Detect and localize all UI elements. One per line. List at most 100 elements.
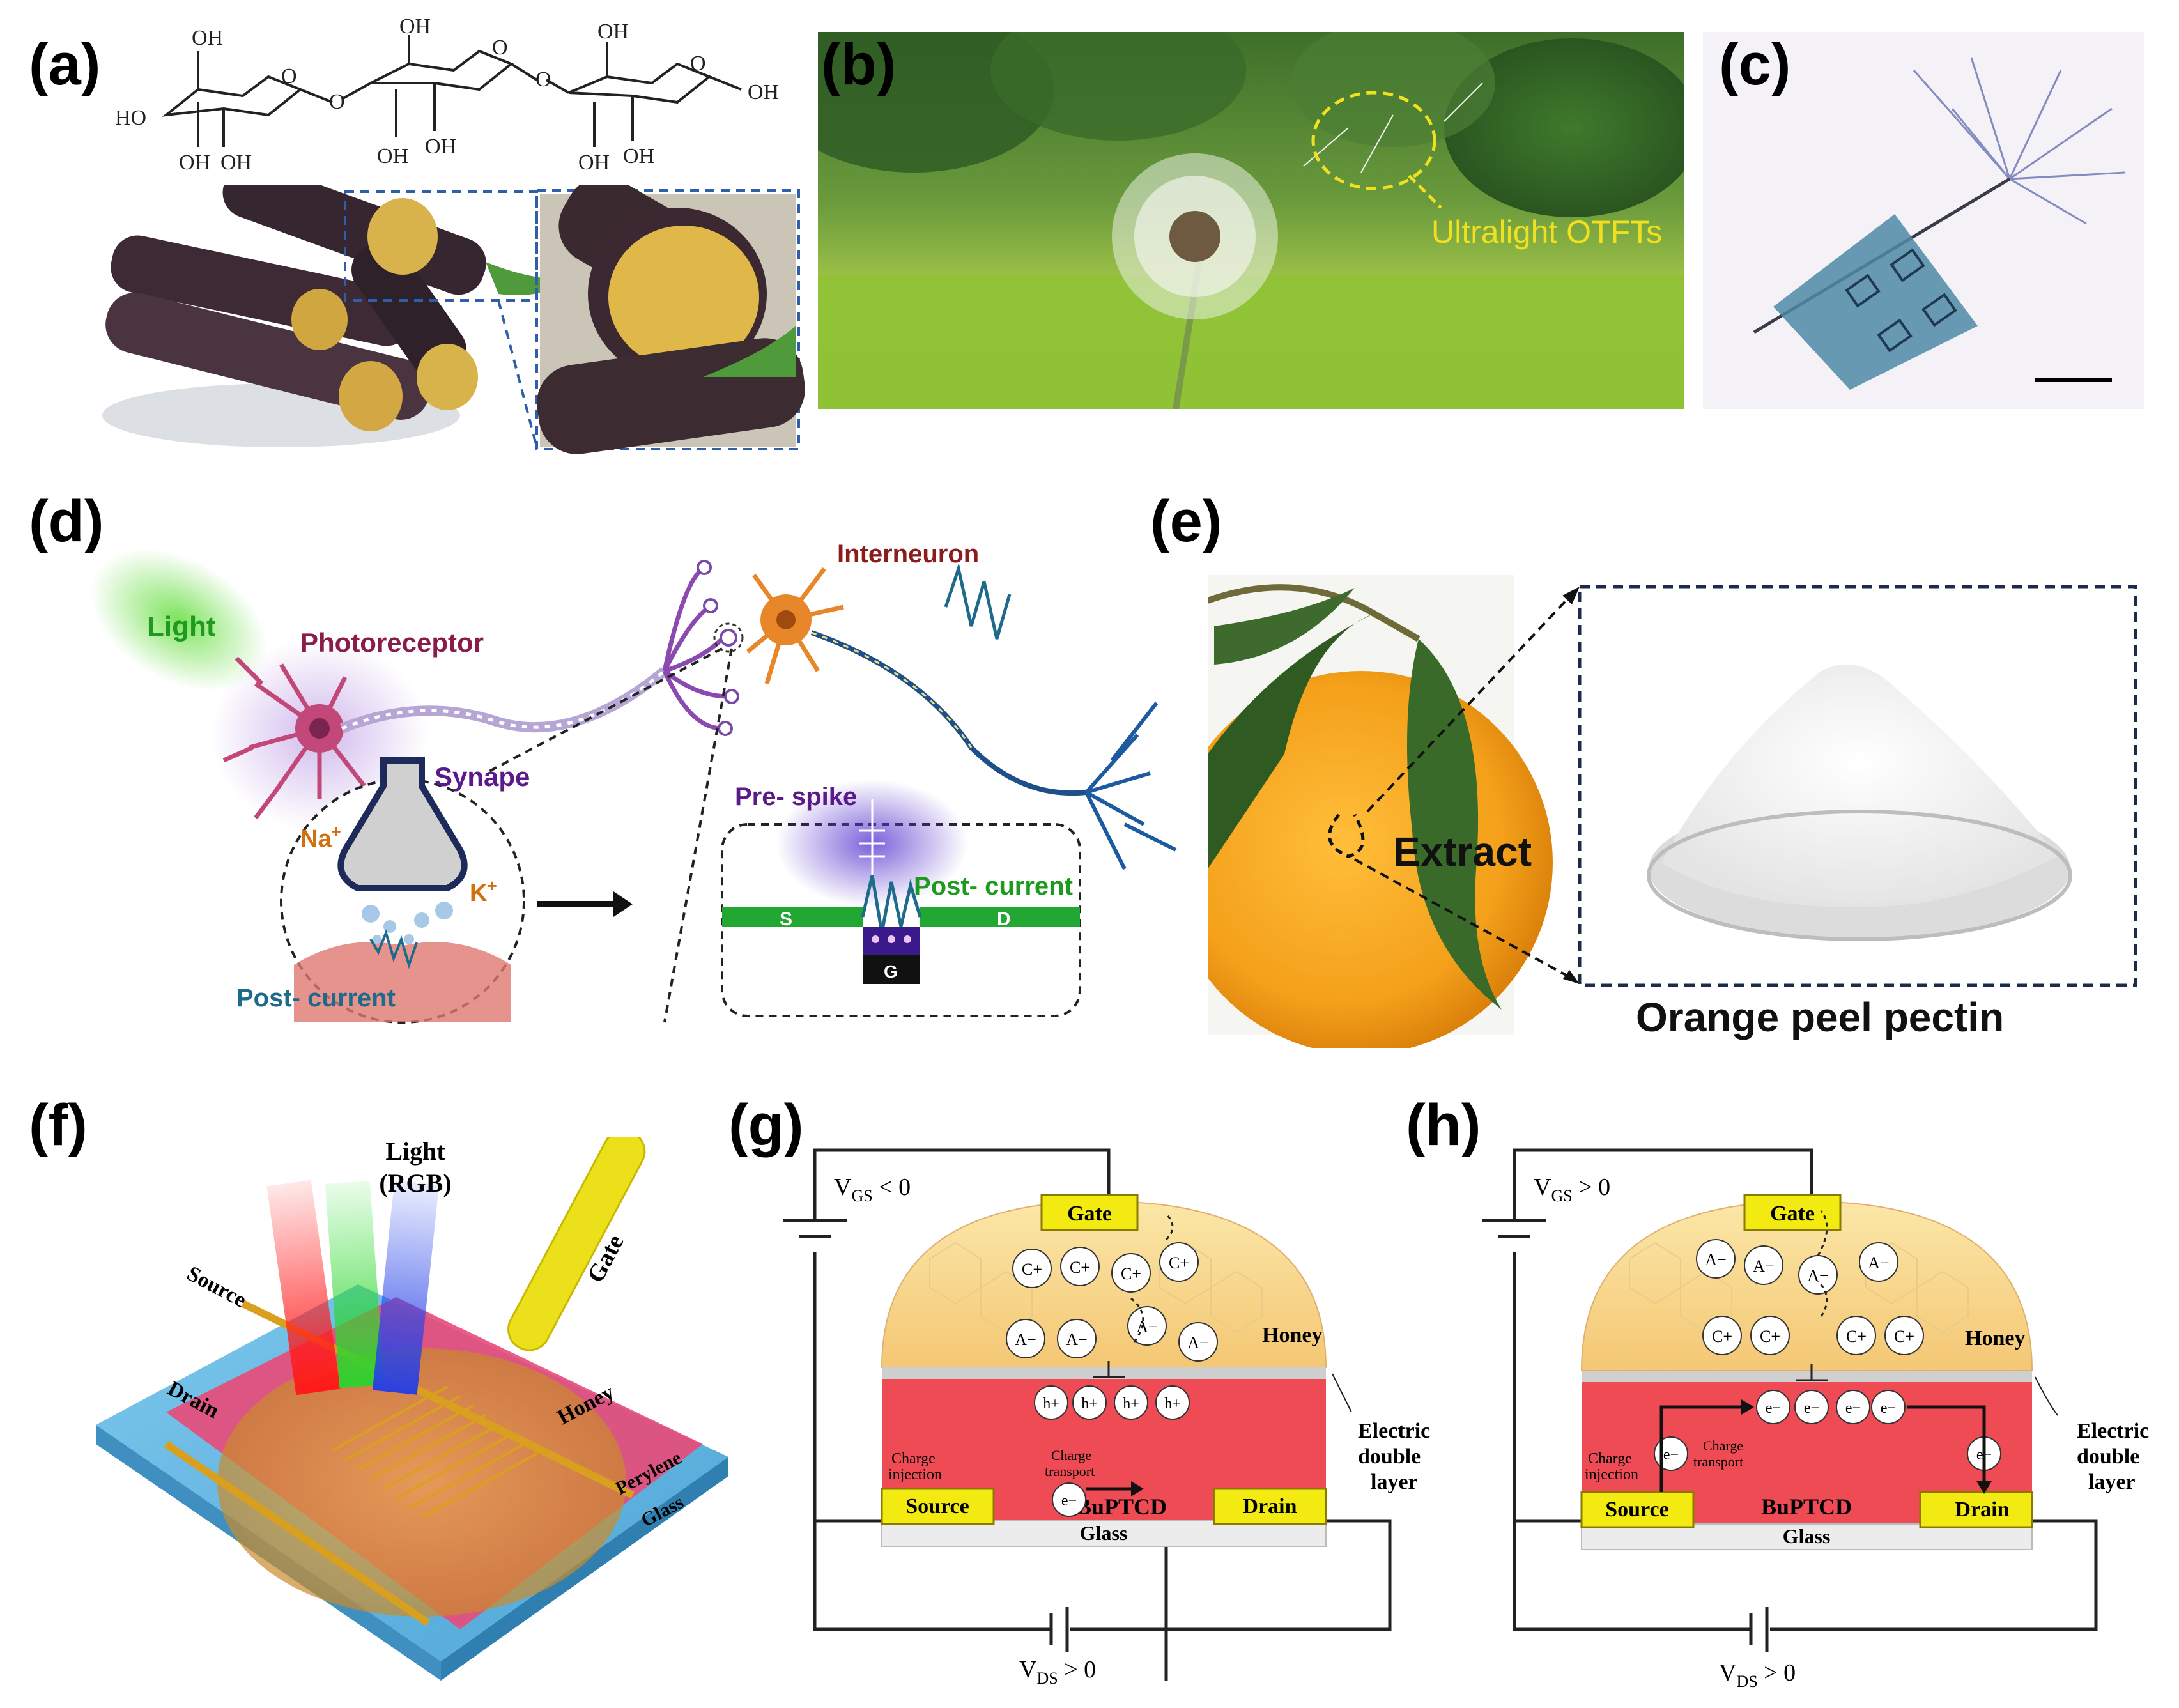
vgs-label-h: VGS > 0: [1534, 1174, 1610, 1205]
panel-label-c: (c): [1719, 32, 1791, 97]
light-beam: [90, 548, 268, 691]
post-current-right-label: Post- current: [914, 872, 1073, 900]
leaf-3: [1407, 639, 1502, 1010]
honey-otft-device: Gate Light (RGB) Source Drain Honey Pery…: [96, 1137, 728, 1681]
k-ion-label: K+: [470, 876, 497, 907]
glass-h: [1581, 1523, 2033, 1550]
svg-text:e−: e−: [1663, 1447, 1679, 1463]
gate-electrode: [863, 955, 920, 984]
vds-label-h: VDS > 0: [1719, 1659, 1796, 1691]
charge-injection-label-g: Charge injection: [888, 1450, 942, 1483]
chem-oh-b5: OH: [578, 151, 610, 174]
d-label: D: [997, 909, 1011, 930]
rgb-label: (RGB): [379, 1169, 451, 1197]
chem-oh-b1: OH: [179, 151, 210, 174]
drain-electrode-g: [1213, 1488, 1327, 1525]
photoreceptor-neuron: [222, 656, 366, 820]
chem-oh-b4: OH: [425, 135, 456, 158]
chem-o-link-2: O: [535, 68, 551, 91]
svg-text:A−: A−: [1807, 1266, 1828, 1285]
glass-g: [881, 1520, 1327, 1547]
chem-oh-b6: OH: [623, 144, 654, 168]
svg-text:C+: C+: [1121, 1265, 1141, 1283]
svg-text:C+: C+: [1070, 1258, 1090, 1277]
gate-label-h: Gate: [1770, 1202, 1815, 1226]
svg-text:transport: transport: [1693, 1454, 1743, 1470]
pre-spike-label: Pre- spike: [735, 783, 857, 811]
dandelion-photo: Ultralight OTFTs: [818, 32, 1684, 409]
drain-electrode-h: [1919, 1491, 2033, 1528]
light-label: Light: [147, 611, 216, 642]
arrow-to-transistor: [537, 891, 633, 917]
gate-probe: [507, 1137, 646, 1351]
cane-cut-3: [417, 344, 478, 410]
drain-label-g: Drain: [1243, 1495, 1297, 1518]
svg-text:Electric: Electric: [2077, 1419, 2149, 1443]
cellulose-structure: OH HO OH OH O O OH OH OH O O OH OH OH O …: [115, 19, 779, 174]
leaf-2: [1208, 613, 1374, 869]
panel-label-f: (f): [29, 1093, 88, 1158]
chem-oh-2: OH: [399, 19, 431, 38]
source-electrode-g: [881, 1488, 995, 1525]
light-label: Light: [385, 1137, 445, 1166]
svg-text:e−: e−: [1845, 1400, 1861, 1417]
semiconductor-label-g: BuPTCD: [1076, 1494, 1167, 1520]
top-ions-h: A− A− A− A−: [1696, 1239, 1898, 1295]
otft-annotation: Ultralight OTFTs: [1431, 214, 1662, 250]
svg-text:C+: C+: [1894, 1327, 1914, 1346]
source-electrode: [722, 907, 863, 927]
post-current-spike: [861, 875, 922, 934]
carriers-h: e− e− e− e−: [1756, 1390, 1906, 1424]
orange-stem: [1208, 584, 1421, 642]
honey-label-h: Honey: [1965, 1327, 2025, 1350]
chem-ring-o-3: O: [690, 52, 706, 75]
charge-injection-label-h: Charge injection: [1585, 1450, 1638, 1483]
svg-text:A−: A−: [1705, 1250, 1726, 1269]
svg-text:C+: C+: [1022, 1260, 1042, 1279]
panel-label-d: (d): [29, 489, 104, 554]
edl-layer-h: [1582, 1371, 2032, 1382]
glass-label-g: Glass: [1080, 1521, 1128, 1544]
synapse-label: Synape: [435, 762, 530, 792]
svg-text:C+: C+: [1169, 1254, 1189, 1272]
charge-transport-label-h: Charge transport: [1693, 1438, 1743, 1470]
green-light: [325, 1180, 385, 1389]
svg-text:C+: C+: [1846, 1327, 1867, 1346]
panel-label-h: (h): [1406, 1093, 1481, 1158]
blue-light: [372, 1180, 440, 1395]
gate-electrode-h: [1743, 1194, 1842, 1231]
chem-oh-end: OH: [748, 81, 779, 104]
circuit-wires-h: [1513, 1148, 2098, 1631]
otft-film: [1773, 214, 1978, 390]
svg-text:A−: A−: [1868, 1254, 1889, 1272]
axon-terminal-tree: [1084, 702, 1177, 870]
neuromorphic-diagram: Light Photoreceptor Interneuron: [90, 540, 1177, 1024]
svg-text:injection: injection: [888, 1466, 942, 1483]
svg-text:double: double: [2077, 1445, 2139, 1468]
svg-text:Electric: Electric: [1358, 1419, 1430, 1443]
chem-ho-left: HO: [115, 106, 146, 130]
semiconductor-label-h: BuPTCD: [1761, 1494, 1852, 1520]
svg-text:double: double: [1358, 1445, 1421, 1468]
svg-text:h+: h+: [1043, 1396, 1059, 1412]
s-label: S: [780, 909, 792, 930]
leaf-1: [1214, 588, 1355, 665]
chem-oh-b2: OH: [220, 151, 252, 174]
axon-terminals: [662, 567, 729, 731]
g-label: G: [884, 962, 898, 981]
presynaptic-terminal: [337, 757, 468, 891]
svg-text:Charge: Charge: [891, 1450, 936, 1467]
zoom-box: [535, 189, 800, 450]
chem-oh-3: OH: [597, 20, 629, 43]
extract-label: Extract: [1393, 829, 1532, 875]
svg-text:h+: h+: [1123, 1396, 1139, 1412]
photoreceptor-label: Photoreceptor: [300, 627, 484, 658]
drain-electrode: [920, 907, 1080, 927]
svg-text:e−: e−: [1804, 1400, 1819, 1417]
extract-region: [1328, 813, 1365, 858]
post-current-left-label: Post- current: [236, 984, 396, 1012]
svg-text:h+: h+: [1164, 1396, 1181, 1412]
zoomed-cane-photo: [537, 185, 805, 454]
electron-path-h: [1659, 1405, 1744, 1492]
mid-ions-h: C+ C+ C+ C+: [1702, 1316, 1924, 1355]
